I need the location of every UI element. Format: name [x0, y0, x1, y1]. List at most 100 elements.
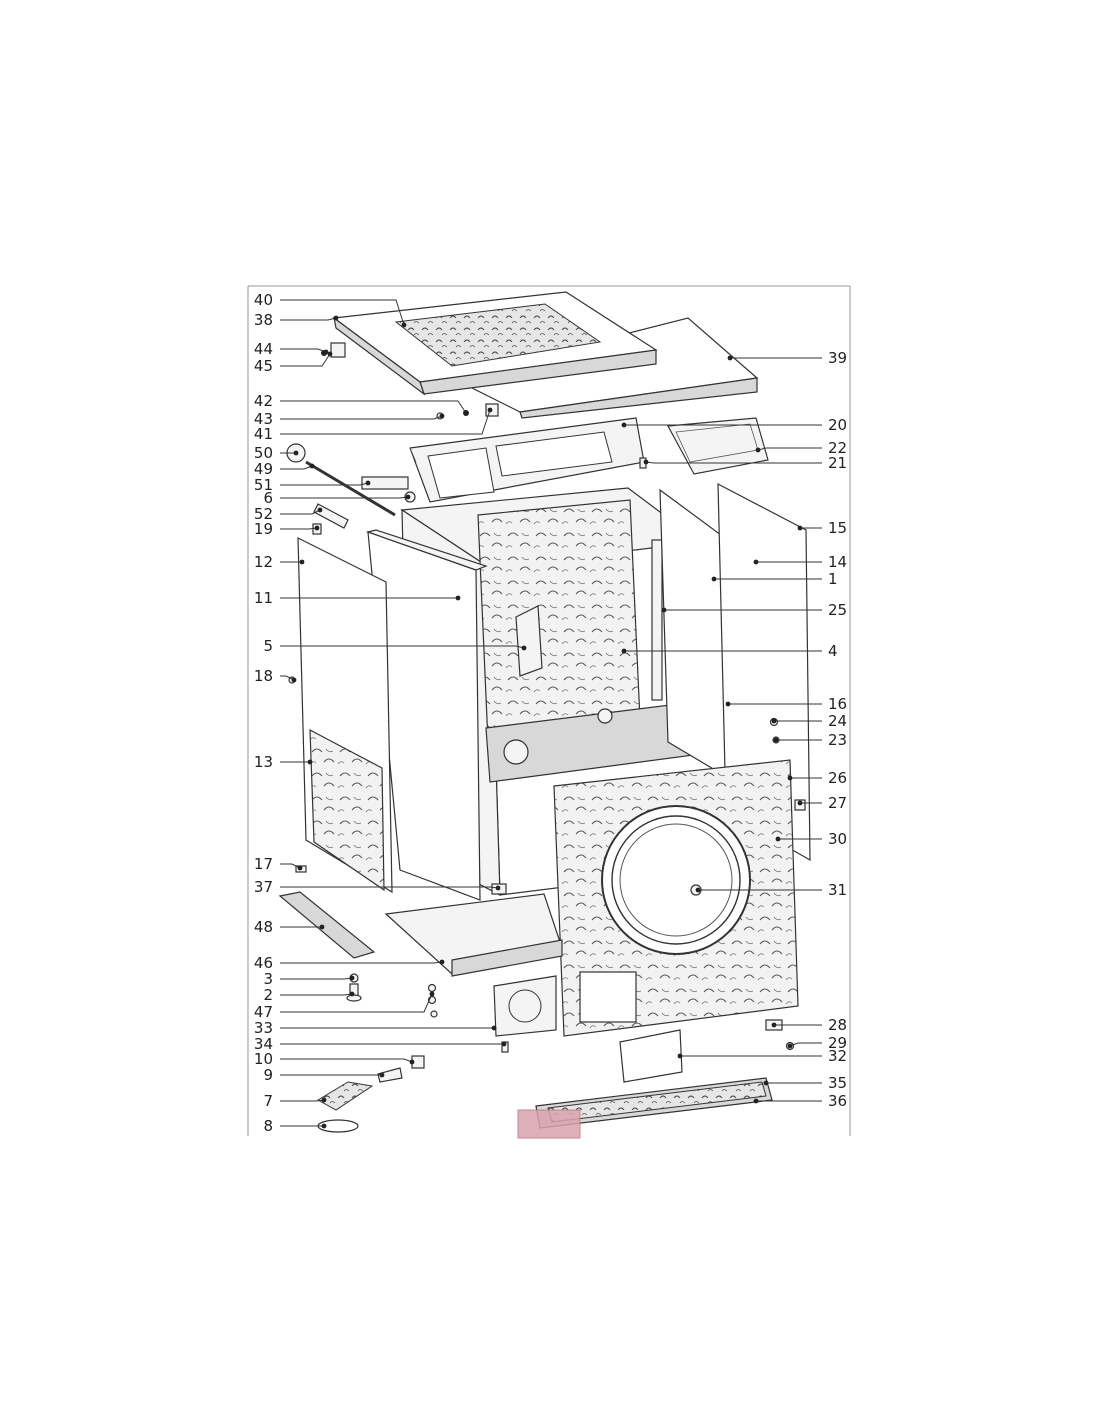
- callout-41: 41: [254, 407, 493, 443]
- leader-dot: [521, 645, 527, 651]
- leader-dot: [365, 480, 371, 486]
- callout-label: 6: [263, 489, 273, 507]
- callout-46: 46: [254, 954, 445, 972]
- leader-dot: [661, 607, 667, 613]
- callout-6: 6: [263, 489, 411, 507]
- callout-label: 26: [828, 769, 847, 787]
- callout-label: 39: [828, 349, 847, 367]
- leader-dot: [333, 315, 339, 321]
- callout-38: 38: [254, 311, 339, 329]
- leader-line: [280, 409, 491, 435]
- leader-dot: [763, 1080, 769, 1086]
- callout-12: 12: [254, 553, 305, 571]
- leader-line: [280, 482, 369, 486]
- callout-24: 24: [771, 712, 847, 730]
- leader-dot: [463, 410, 469, 416]
- leader-line: [280, 317, 337, 321]
- callout-50: 50: [254, 444, 299, 462]
- leader-dot: [439, 413, 445, 419]
- callout-47: 47: [254, 991, 435, 1021]
- callout-label: 52: [254, 505, 273, 523]
- callout-label: 50: [254, 444, 273, 462]
- leader-line: [280, 645, 525, 649]
- pump-housing-33: [493, 975, 557, 1037]
- callout-label: 4: [828, 642, 838, 660]
- leader-dot: [495, 885, 501, 891]
- callout-label: 1: [828, 570, 838, 588]
- callout-2: 2: [263, 986, 355, 1004]
- callout-label: 20: [828, 416, 847, 434]
- front-panel-26: [553, 759, 799, 1037]
- leader-dot: [753, 1098, 759, 1104]
- callout-label: 19: [254, 520, 273, 538]
- callout-label: 18: [254, 667, 273, 685]
- leader-dot: [309, 463, 315, 469]
- callout-4: 4: [621, 642, 838, 660]
- callout-label: 31: [828, 881, 847, 899]
- leader-line: [645, 461, 822, 464]
- leader-dot: [349, 975, 355, 981]
- callout-26: 26: [787, 769, 847, 787]
- bottom-trim-35-36: [517, 1077, 773, 1139]
- callout-label: 25: [828, 601, 847, 619]
- leader-line: [280, 1099, 325, 1102]
- leader-dot: [321, 1097, 327, 1103]
- callout-20: 20: [621, 416, 847, 434]
- callout-label: 37: [254, 878, 273, 896]
- callout-37: 37: [254, 878, 501, 896]
- callout-label: 21: [828, 454, 847, 472]
- leader-dot: [405, 494, 411, 500]
- callout-label: 3: [263, 970, 273, 988]
- callout-21: 21: [643, 454, 847, 472]
- leader-line: [280, 509, 321, 515]
- leader-dot: [439, 959, 445, 965]
- callout-label: 36: [828, 1092, 847, 1110]
- leader-line: [280, 415, 443, 420]
- callout-label: 45: [254, 357, 273, 375]
- callout-31: 31: [695, 881, 847, 899]
- callout-11: 11: [254, 589, 461, 607]
- hardware-left-cluster: [286, 443, 416, 535]
- callout-label: 15: [828, 519, 847, 537]
- leader-dot: [711, 576, 717, 582]
- base-frame-46: [384, 893, 563, 977]
- service-flap-32: [619, 1029, 683, 1083]
- callout-label: 33: [254, 1019, 273, 1037]
- leader-dot: [323, 349, 329, 355]
- leader-dot: [401, 322, 407, 328]
- callout-23: 23: [773, 731, 847, 749]
- callout-51: 51: [254, 476, 371, 494]
- leader-dot: [501, 1041, 507, 1047]
- callout-10: 10: [254, 1050, 415, 1068]
- leader-dot: [771, 718, 777, 724]
- callout-17: 17: [254, 855, 303, 873]
- leader-line: [280, 348, 327, 353]
- leader-dot: [321, 1123, 327, 1129]
- callout-35: 35: [763, 1074, 847, 1092]
- callout-7: 7: [263, 1092, 327, 1110]
- callout-33: 33: [254, 1019, 497, 1037]
- leader-line: [280, 353, 331, 367]
- leader-dot: [349, 991, 355, 997]
- callout-16: 16: [725, 695, 847, 713]
- leader-dot: [787, 1043, 793, 1049]
- leader-dot: [643, 459, 649, 465]
- leader-dot: [297, 865, 303, 871]
- leader-dot: [787, 775, 793, 781]
- leader-dot: [753, 559, 759, 565]
- callout-label: 48: [254, 918, 273, 936]
- callout-44: 44: [254, 340, 329, 358]
- callout-30: 30: [775, 830, 847, 848]
- callout-48: 48: [254, 918, 325, 936]
- callout-14: 14: [753, 553, 847, 571]
- leader-line: [280, 299, 405, 326]
- leader-dot: [379, 1072, 385, 1078]
- callout-label: 43: [254, 410, 273, 428]
- callout-43: 43: [254, 410, 445, 428]
- leader-dot: [621, 422, 627, 428]
- left-callout-group: 4038444542434150495165219121151813173748…: [254, 291, 527, 1135]
- callout-13: 13: [254, 753, 313, 771]
- callout-label: 2: [263, 986, 273, 1004]
- callout-label: 22: [828, 439, 847, 457]
